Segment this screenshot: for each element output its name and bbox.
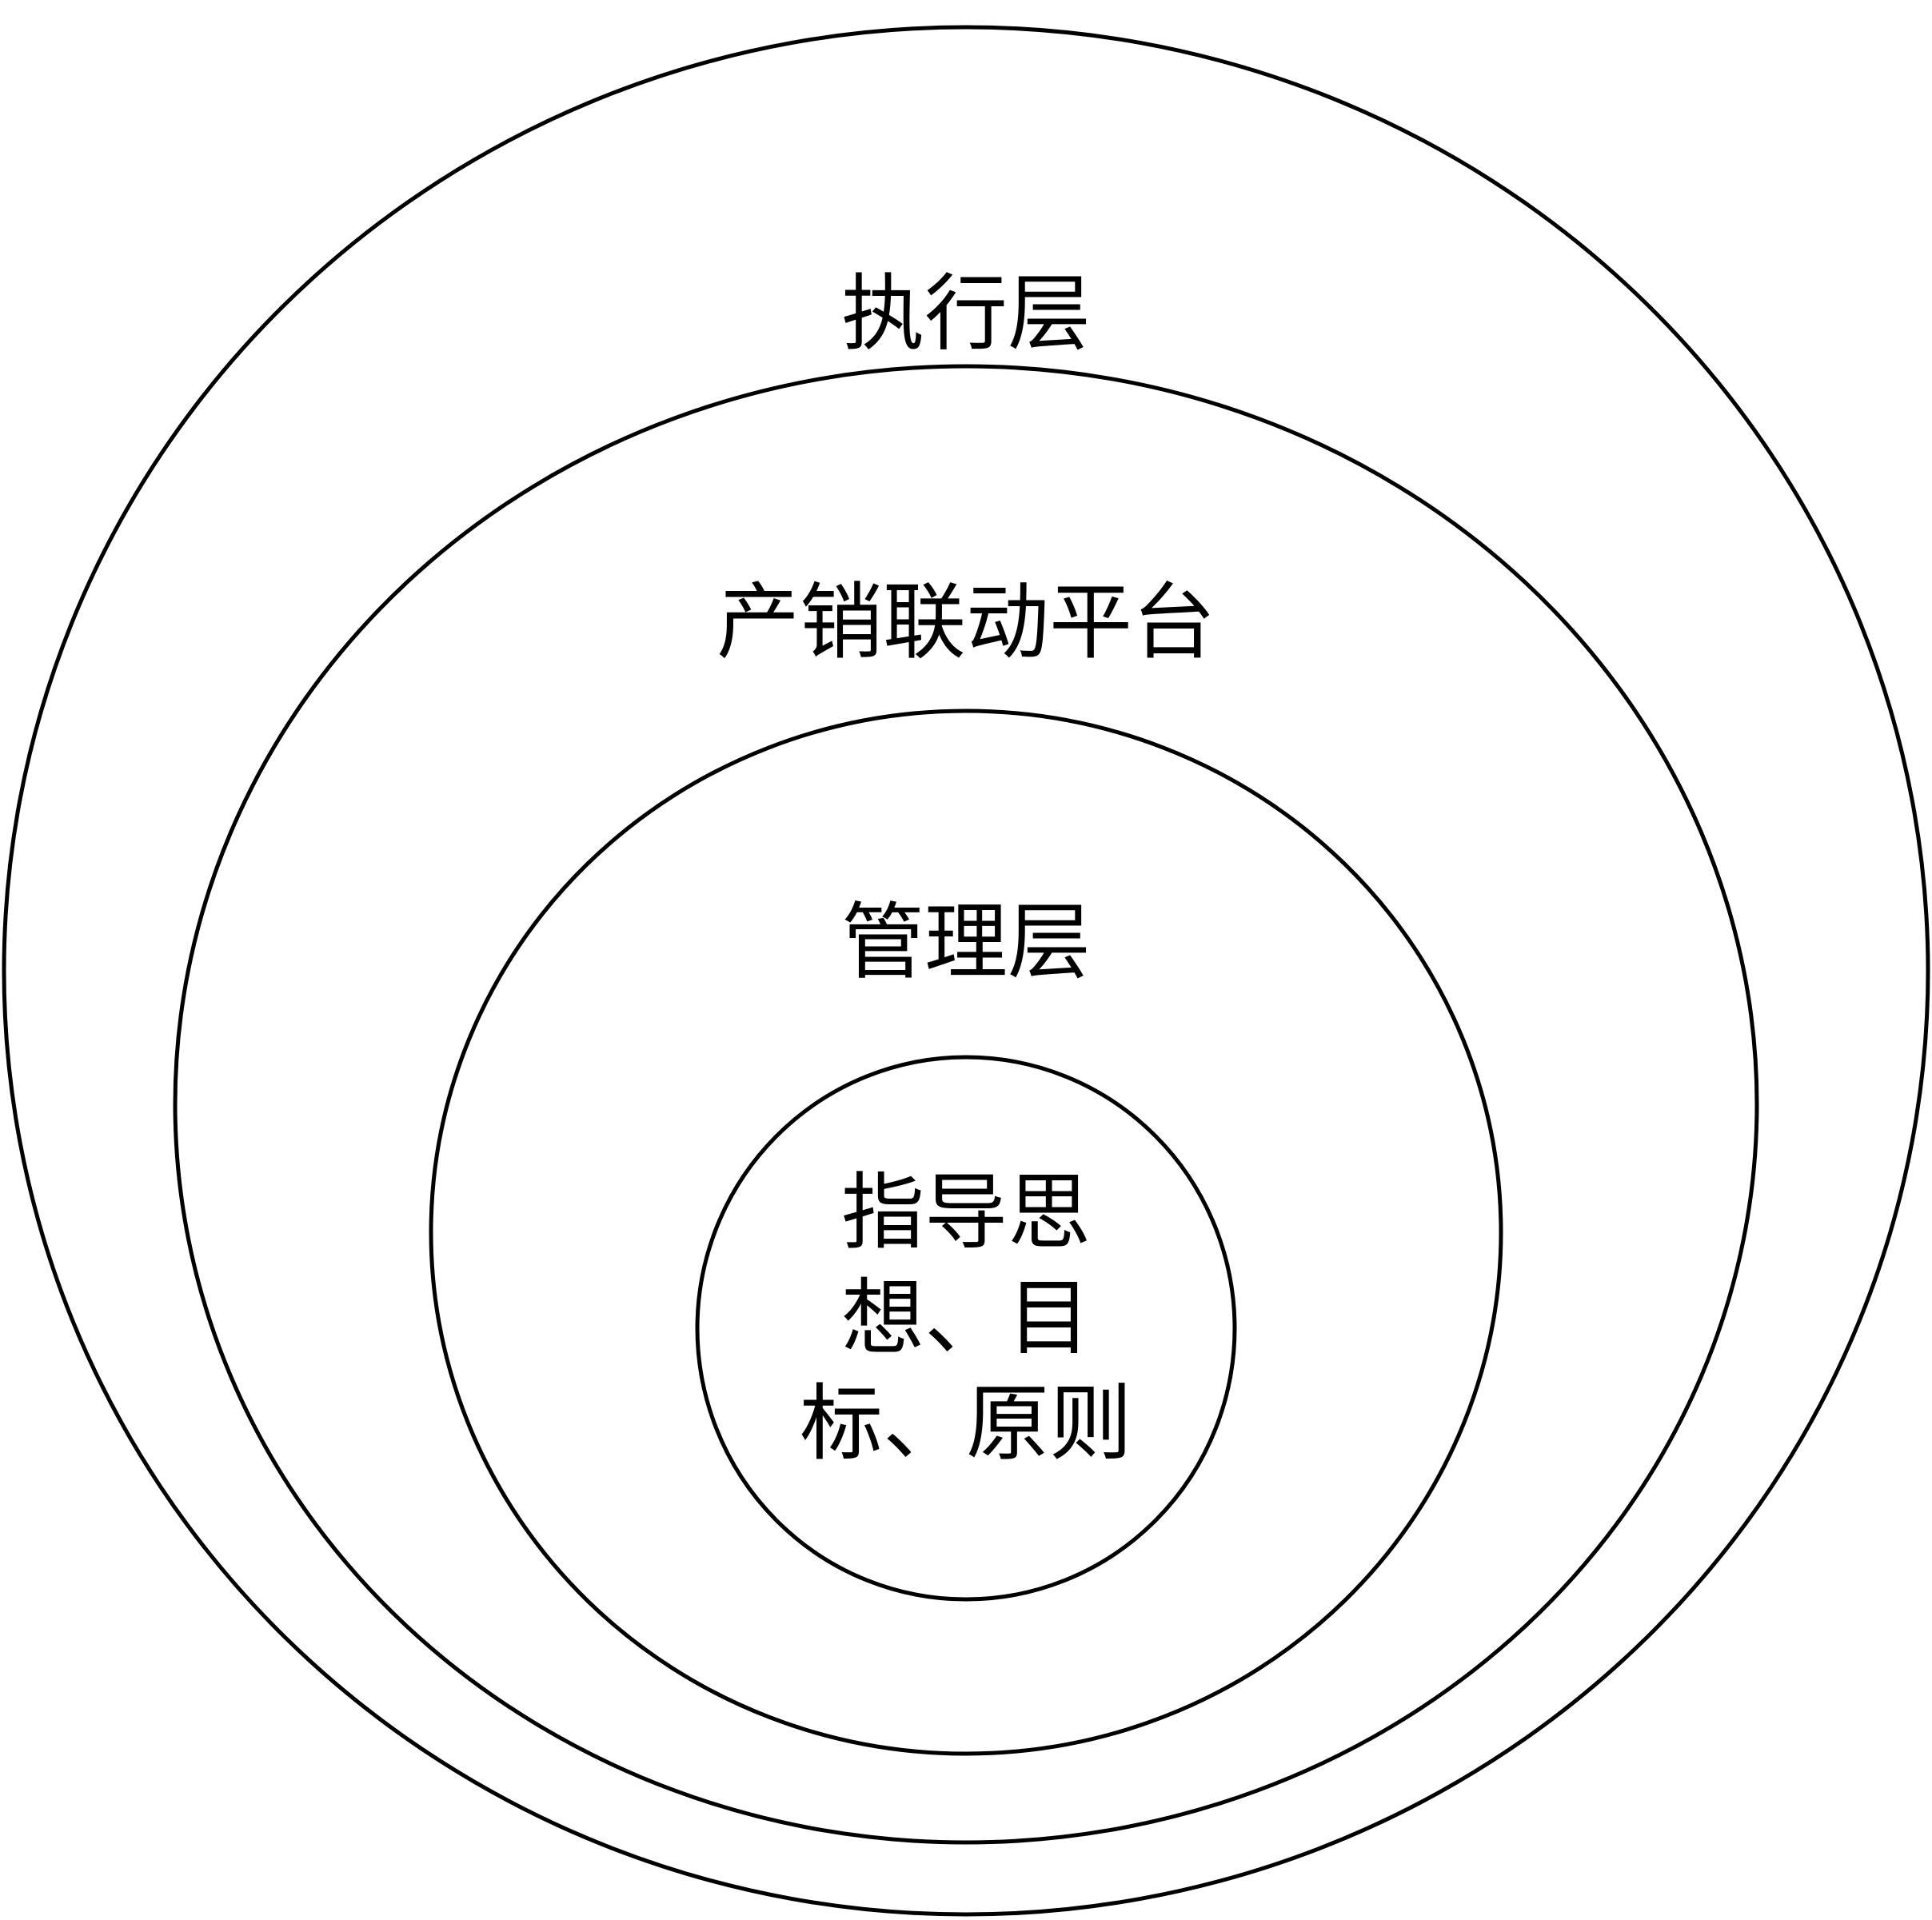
layer-ellipse-core xyxy=(695,1055,1237,1602)
layer-ellipse-execution xyxy=(2,25,1930,1917)
core-layer-label: 指导思 想、目 标、原则 xyxy=(726,1160,1206,1476)
core-label-line: 想、目 xyxy=(840,1269,1091,1367)
layer-ellipse-management xyxy=(429,709,1503,1756)
core-label-line: 指导思 xyxy=(840,1164,1091,1261)
platform-layer-label: 产销联动平台 xyxy=(716,573,1215,671)
core-label-line: 标、原则 xyxy=(799,1375,1132,1472)
execution-layer-label: 执行层 xyxy=(840,265,1091,362)
layer-ellipse-platform xyxy=(173,364,1759,1845)
management-layer-label: 管理层 xyxy=(840,893,1091,991)
